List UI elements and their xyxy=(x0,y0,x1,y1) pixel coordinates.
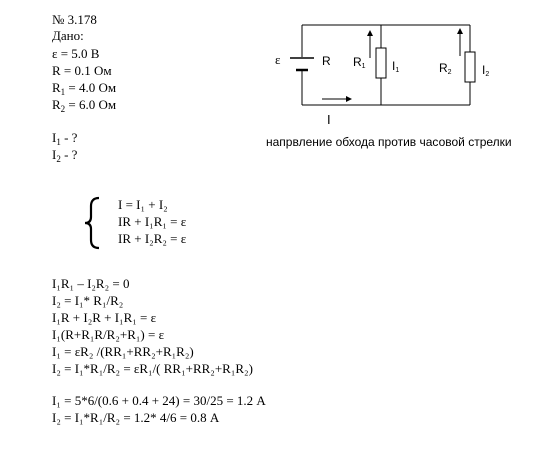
find-i2: I2 - ? xyxy=(52,147,78,164)
system-eq-3: IR + I₂R₂ = ε xyxy=(118,231,187,246)
given-r1: R1 = 4.0 Ом xyxy=(52,80,117,97)
circuit-caption: напрвление обхода против часовой стрелки xyxy=(266,135,512,149)
find-i1: I1 - ? xyxy=(52,130,78,147)
system-eq-2: IR + I₁R₁ = ε xyxy=(118,214,187,229)
solution-line-3: I₁R + I₂R + I₁R₁ = ε xyxy=(52,310,157,325)
system-eq-1: I = I₁ + I₂ xyxy=(118,197,168,212)
arrow-i2-head xyxy=(457,28,463,34)
circuit-diagram: ε R R1 I1 R2 I2 I напрвление обхода прот… xyxy=(266,24,512,149)
solution-line-5: I₁ = εR₂ /(RR₁+RR₂+R₁R₂) xyxy=(52,344,194,359)
r2-label: R2 xyxy=(439,61,452,76)
arrow-i-head xyxy=(346,96,352,102)
resistor-r1 xyxy=(375,47,387,79)
given-label: Дано: xyxy=(52,28,84,43)
emf-label: ε xyxy=(275,52,281,67)
solution-line-2: I₂ = I₁* R₁/R₂ xyxy=(52,293,124,308)
given-r: R = 0.1 Ом xyxy=(52,63,112,78)
problem-number: № 3.178 xyxy=(52,12,97,27)
r1-label: R1 xyxy=(353,55,366,70)
solution-line-1: I₁R₁ – I₂R₂ = 0 xyxy=(52,276,130,291)
r-label: R xyxy=(322,54,331,68)
resistor-r2 xyxy=(464,51,476,83)
given-r2: R2 = 6.0 Ом xyxy=(52,97,117,114)
arrow-i1-head xyxy=(367,30,373,36)
answer-i2: I₂ = I₁*R₁/R₂ = 1.2* 4/6 = 0.8 А xyxy=(52,410,220,425)
given-emf: ε = 5.0 В xyxy=(52,46,100,61)
i2-label: I2 xyxy=(482,63,489,78)
answer-i1: I₁ = 5*6/(0.6 + 0.4 + 24) = 30/25 = 1.2 … xyxy=(52,393,266,408)
i1-label: I1 xyxy=(392,59,399,74)
i-label: I xyxy=(327,112,331,127)
solution-line-6: I₂ = I₁*R₁/R₂ = εR₁/( RR₁+RR₂+R₁R₂) xyxy=(52,361,253,376)
solution-line-4: I₁(R+R₁R/R₂+R₁) = ε xyxy=(52,327,165,342)
system-brace xyxy=(84,196,100,250)
